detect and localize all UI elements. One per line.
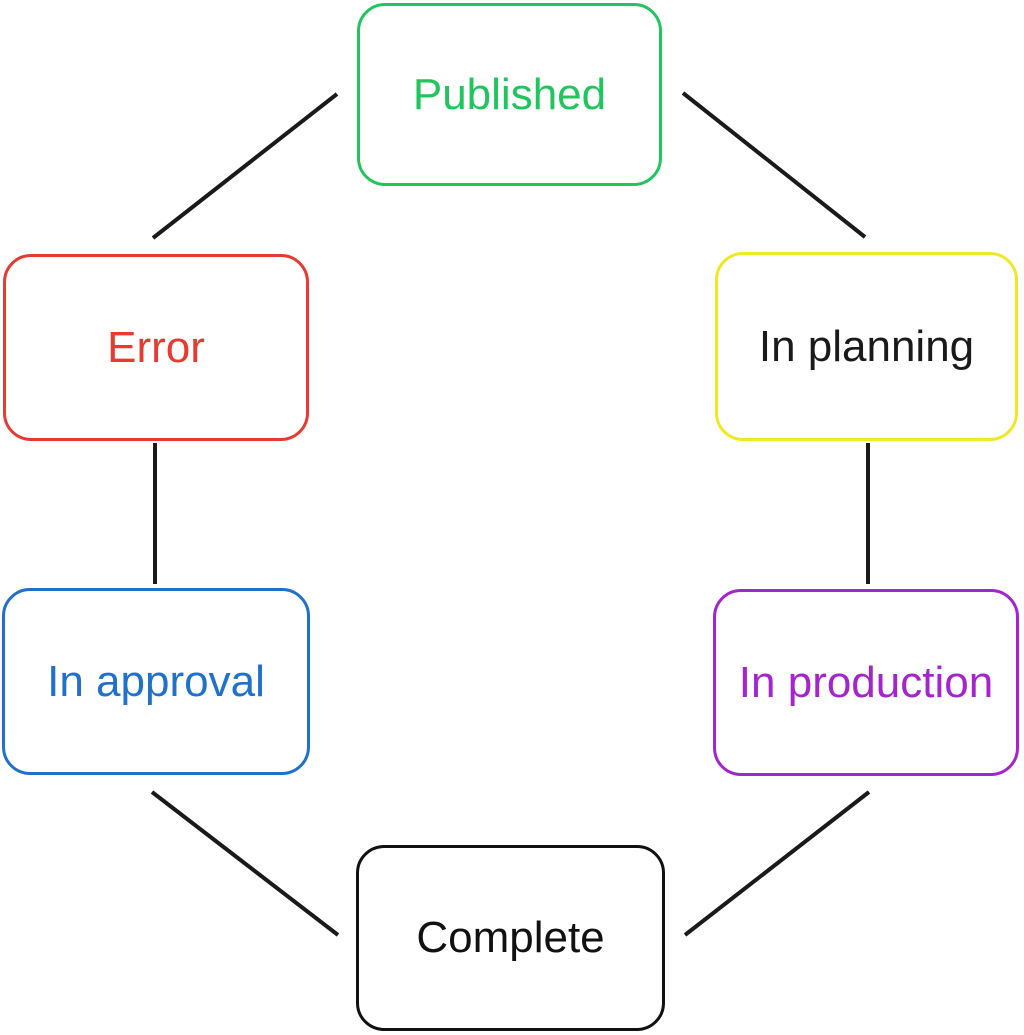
edge-published-in-planning: [681, 91, 867, 239]
node-in-approval-label: In approval: [47, 656, 265, 706]
edge-error-published: [151, 92, 339, 240]
node-complete-label: Complete: [416, 913, 605, 962]
node-in-production-label: In production: [738, 657, 994, 707]
node-error[interactable]: Error: [3, 254, 309, 441]
node-in-approval[interactable]: In approval: [2, 588, 310, 775]
edge-in-production-complete: [683, 790, 871, 937]
node-complete[interactable]: Complete: [356, 845, 665, 1031]
node-in-production[interactable]: In production: [713, 589, 1019, 776]
node-error-label: Error: [107, 322, 205, 372]
node-published-label: Published: [412, 69, 607, 119]
edge-complete-in-approval: [150, 790, 340, 937]
node-in-planning[interactable]: In planning: [715, 252, 1018, 441]
node-published[interactable]: Published: [357, 3, 662, 186]
node-in-planning-label: In planning: [758, 321, 975, 371]
